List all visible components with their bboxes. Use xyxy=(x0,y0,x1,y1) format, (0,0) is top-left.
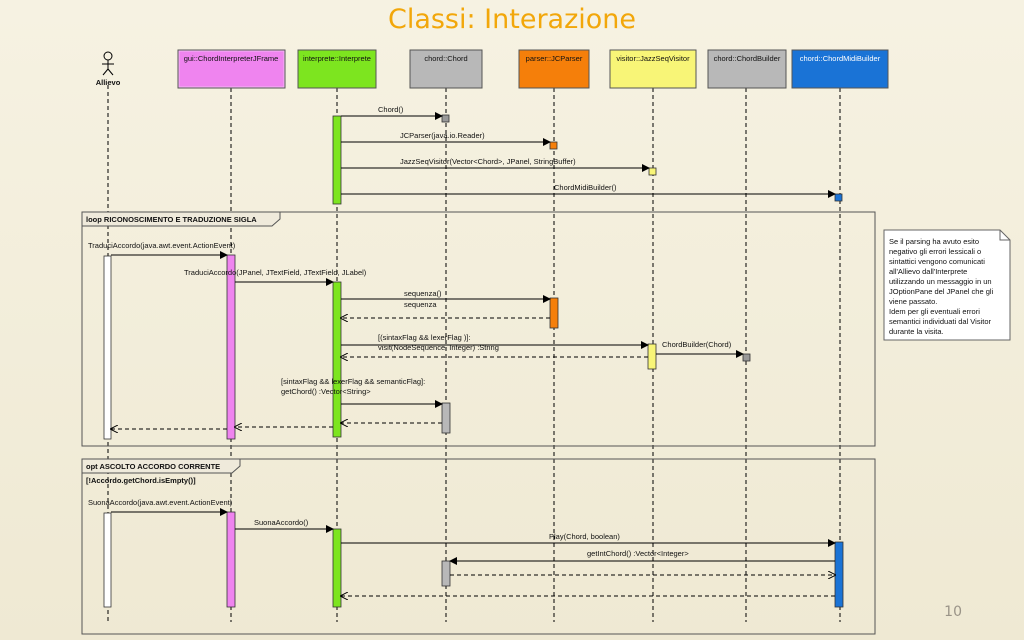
participant-visitor: visitor::JazzSeqVisitor xyxy=(609,49,697,89)
message-chordbuilder-constructor: ChordBuilder(Chord) xyxy=(656,340,744,358)
note-box: Se il parsing ha avuto esito negativo gl… xyxy=(883,229,1011,341)
activation-gui-1 xyxy=(226,254,236,440)
participant-chord: chord::Chord xyxy=(409,49,483,89)
activation-interprete-2 xyxy=(332,281,342,438)
svg-text:Chord(): Chord() xyxy=(378,105,404,114)
create-marker-parser xyxy=(549,141,558,150)
message-sequenza: sequenza() xyxy=(341,289,551,303)
svg-text:JazzSeqVisitor(Vector<Chord>,: JazzSeqVisitor(Vector<Chord>, JPanel, St… xyxy=(400,157,576,166)
loop-fragment: loop RICONOSCIMENTO E TRADUZIONE SIGLA xyxy=(81,211,876,447)
svg-text:TraduciAccordo(JPanel, JTextFi: TraduciAccordo(JPanel, JTextField, JText… xyxy=(184,268,367,277)
svg-text:Play(Chord, boolean): Play(Chord, boolean) xyxy=(549,532,620,541)
participant-visitor-label: visitor::JazzSeqVisitor xyxy=(616,54,690,63)
participant-chordbuilder: chord::ChordBuilder xyxy=(707,49,787,89)
create-marker-chord xyxy=(441,114,450,123)
svg-text:sequenza: sequenza xyxy=(404,300,437,309)
participant-parser: parser::JCParser xyxy=(518,49,590,89)
loop-fragment-label: loop RICONOSCIMENTO E TRADUZIONE SIGLA xyxy=(86,215,257,224)
svg-text:visit(NodeSequence, Integer) :: visit(NodeSequence, Integer) :String xyxy=(378,343,499,352)
message-jazzseqvisitor-constructor: JazzSeqVisitor(Vector<Chord>, JPanel, St… xyxy=(341,157,650,172)
activation-parser xyxy=(549,297,559,329)
activation-interprete-3 xyxy=(332,528,342,608)
svg-text:ChordBuilder(Chord): ChordBuilder(Chord) xyxy=(662,340,732,349)
svg-text:SuonaAccordo(java.awt.event.Ac: SuonaAccordo(java.awt.event.ActionEvent) xyxy=(88,498,233,507)
svg-text:[(sintaxFlag && lexerFlag )]:: [(sintaxFlag && lexerFlag )]: xyxy=(378,333,471,342)
create-marker-chordbuilder xyxy=(742,353,751,362)
message-getintchord: getIntChord() :Vector<Integer> xyxy=(449,549,835,565)
svg-text:JCParser(java.io.Reader): JCParser(java.io.Reader) xyxy=(400,131,485,140)
actor-label: Allievo xyxy=(96,78,121,87)
svg-text:[sintaxFlag && lexerFlag && se: [sintaxFlag && lexerFlag && semanticFlag… xyxy=(281,377,425,386)
participant-parser-label: parser::JCParser xyxy=(526,54,583,63)
opt-fragment: opt ASCOLTO ACCORDO CORRENTE [!Accordo.g… xyxy=(81,458,876,635)
note-text: Se il parsing ha avuto esito negativo gl… xyxy=(889,237,995,336)
actor-stick-figure-icon xyxy=(102,51,114,76)
opt-guard-label: [!Accordo.getChord.isEmpty()] xyxy=(86,476,196,485)
svg-text:ChordMidiBuilder(): ChordMidiBuilder() xyxy=(554,183,617,192)
message-chord-constructor: Chord() xyxy=(341,105,443,120)
slide-title: Classi: Interazione xyxy=(387,4,637,35)
message-getchord: [sintaxFlag && lexerFlag && semanticFlag… xyxy=(281,377,443,408)
message-suonaaccordo-event: SuonaAccordo(java.awt.event.ActionEvent) xyxy=(88,498,233,516)
activation-chord-1 xyxy=(441,402,451,434)
activation-visitor xyxy=(647,343,657,370)
message-sequenza-return: sequenza xyxy=(341,300,550,318)
create-marker-visitor xyxy=(648,167,657,176)
message-traduciaccordo-call: TraduciAccordo(JPanel, JTextField, JText… xyxy=(184,268,367,286)
participant-interprete: interprete::Interprete xyxy=(297,49,377,89)
activation-chord-2 xyxy=(441,560,451,587)
svg-text:sequenza(): sequenza() xyxy=(404,289,442,298)
message-suonaaccordo-call: SuonaAccordo() xyxy=(235,518,334,533)
participant-chord-label: chord::Chord xyxy=(424,54,467,63)
participant-chordmidibuilder: chord::ChordMidiBuilder xyxy=(791,49,889,89)
participant-gui-label: gui::ChordInterpreterJFrame xyxy=(184,54,279,63)
svg-text:getIntChord() :Vector<Integer>: getIntChord() :Vector<Integer> xyxy=(587,549,689,558)
activation-allievo-2 xyxy=(103,512,112,608)
participant-chordmidibuilder-label: chord::ChordMidiBuilder xyxy=(800,54,881,63)
message-chordmidibuilder-constructor: ChordMidiBuilder() xyxy=(341,183,836,198)
opt-fragment-label: opt ASCOLTO ACCORDO CORRENTE xyxy=(86,462,220,471)
svg-text:TraduciAccordo(java.awt.event.: TraduciAccordo(java.awt.event.ActionEven… xyxy=(88,241,236,250)
participant-gui: gui::ChordInterpreterJFrame xyxy=(177,49,286,89)
svg-text:getChord() :Vector<String>: getChord() :Vector<String> xyxy=(281,387,371,396)
activation-allievo-1 xyxy=(103,255,112,440)
activation-interprete-1 xyxy=(332,115,342,205)
message-visit: [(sintaxFlag && lexerFlag )]: visit(Node… xyxy=(341,333,649,352)
message-play: Play(Chord, boolean) xyxy=(341,532,836,547)
activation-chordmidibuilder xyxy=(834,541,844,608)
create-marker-chordmidibuilder xyxy=(834,193,843,202)
page-number: 10 xyxy=(944,604,962,620)
participant-chordbuilder-label: chord::ChordBuilder xyxy=(714,54,781,63)
participant-interprete-label: interprete::Interprete xyxy=(303,54,371,63)
message-traduciaccordo-event: TraduciAccordo(java.awt.event.ActionEven… xyxy=(88,241,236,259)
activation-gui-2 xyxy=(226,511,236,608)
svg-text:SuonaAccordo(): SuonaAccordo() xyxy=(254,518,309,527)
message-jcparser-constructor: JCParser(java.io.Reader) xyxy=(341,131,551,146)
